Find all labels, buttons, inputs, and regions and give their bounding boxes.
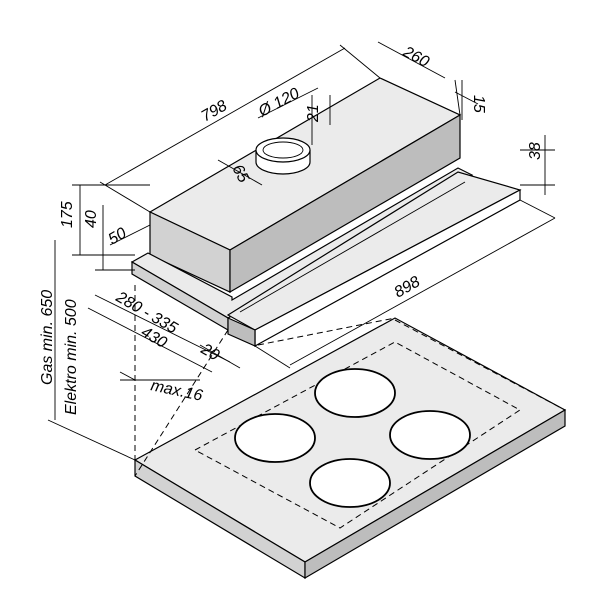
projection-lines	[134, 285, 566, 477]
duct-collar-inner	[262, 141, 304, 159]
label-width-total: 798	[199, 97, 231, 125]
label-body-lower: 50	[106, 225, 130, 249]
label-body-inner: 40	[83, 210, 100, 228]
label-duct-offset: 65	[228, 162, 251, 186]
label-body-height: 175	[59, 201, 76, 228]
label-front-strip: 20	[197, 340, 222, 364]
burner-right	[389, 410, 471, 460]
hood	[130, 77, 522, 348]
label-gas-clearance: Gas min. 650	[39, 290, 56, 385]
label-duct-diameter: Ø 120	[255, 85, 302, 121]
label-depth: 260	[399, 43, 432, 71]
label-duct-height: 21	[305, 104, 322, 123]
label-front-width: 898	[392, 273, 424, 301]
label-panel-offset: 15	[470, 95, 487, 113]
hood-housing-side	[229, 113, 461, 294]
label-electro-clearance: Elektro min. 500	[63, 299, 80, 415]
label-max-depth: max.16	[149, 377, 204, 405]
cooktop	[133, 317, 567, 580]
dimension-lines	[47, 41, 556, 461]
burner-front	[309, 458, 391, 508]
cooktop-side-edge	[304, 408, 566, 580]
label-front-height: 38	[527, 142, 544, 160]
burner-left	[234, 413, 316, 463]
burner-rear	[314, 368, 396, 418]
